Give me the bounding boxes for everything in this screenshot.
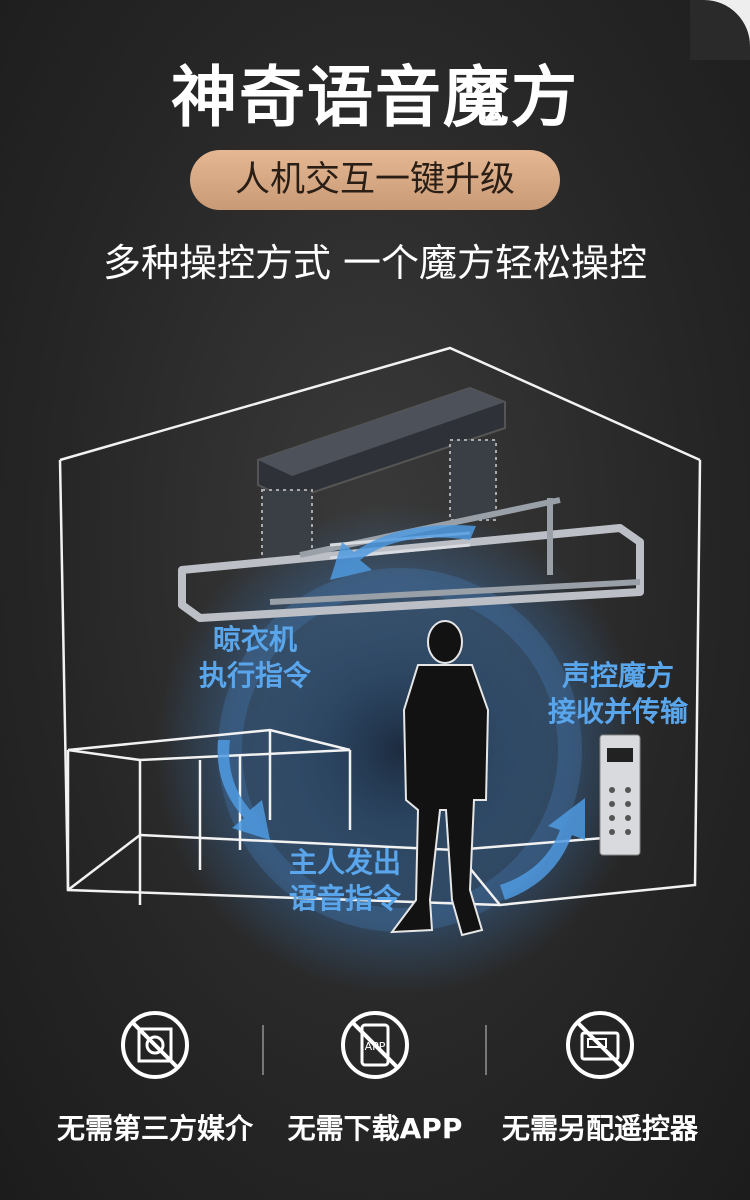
no-remote-icon: [566, 1011, 634, 1079]
label-dryer-line1: 晾衣机: [212, 623, 297, 656]
label-cube: 声控魔方 接收并传输: [538, 658, 698, 730]
voice-cube-device: [599, 734, 641, 856]
feature-label: 无需下载APP: [287, 1112, 463, 1145]
room-illustration: [58, 346, 702, 990]
features-row: 无需第三方媒介 APP 无需下载APP 无需另配遥控器: [0, 1005, 750, 1155]
feature-label: 无需第三方媒介: [56, 1112, 253, 1145]
label-dryer-line2: 执行指令: [198, 659, 311, 692]
flow-arrows: [217, 525, 585, 900]
label-cube-line1: 声控魔方: [561, 659, 674, 692]
feature-no-media: 无需第三方媒介: [40, 1005, 270, 1147]
feature-label: 无需另配遥控器: [501, 1112, 698, 1145]
no-media-icon: [121, 1011, 189, 1079]
feature-no-app: APP 无需下载APP: [260, 1005, 490, 1147]
page-title: 神奇语音魔方: [171, 59, 579, 136]
feature-no-remote: 无需另配遥控器: [485, 1005, 715, 1147]
no-app-icon: APP: [341, 1011, 409, 1079]
label-person: 主人发出 语音指令: [275, 845, 415, 917]
label-person-line2: 语音指令: [288, 882, 401, 915]
divider: [485, 1025, 487, 1075]
label-cube-line2: 接收并传输: [547, 695, 688, 728]
upgrade-badge: 人机交互一键升级: [190, 150, 560, 210]
person-silhouette: [389, 620, 490, 937]
page-subtitle: 多种操控方式 一个魔方轻松操控: [102, 241, 648, 285]
label-person-line1: 主人发出: [288, 846, 401, 879]
signal-glow: [155, 505, 645, 990]
label-dryer: 晾衣机 执行指令: [190, 622, 320, 694]
divider: [262, 1025, 264, 1075]
